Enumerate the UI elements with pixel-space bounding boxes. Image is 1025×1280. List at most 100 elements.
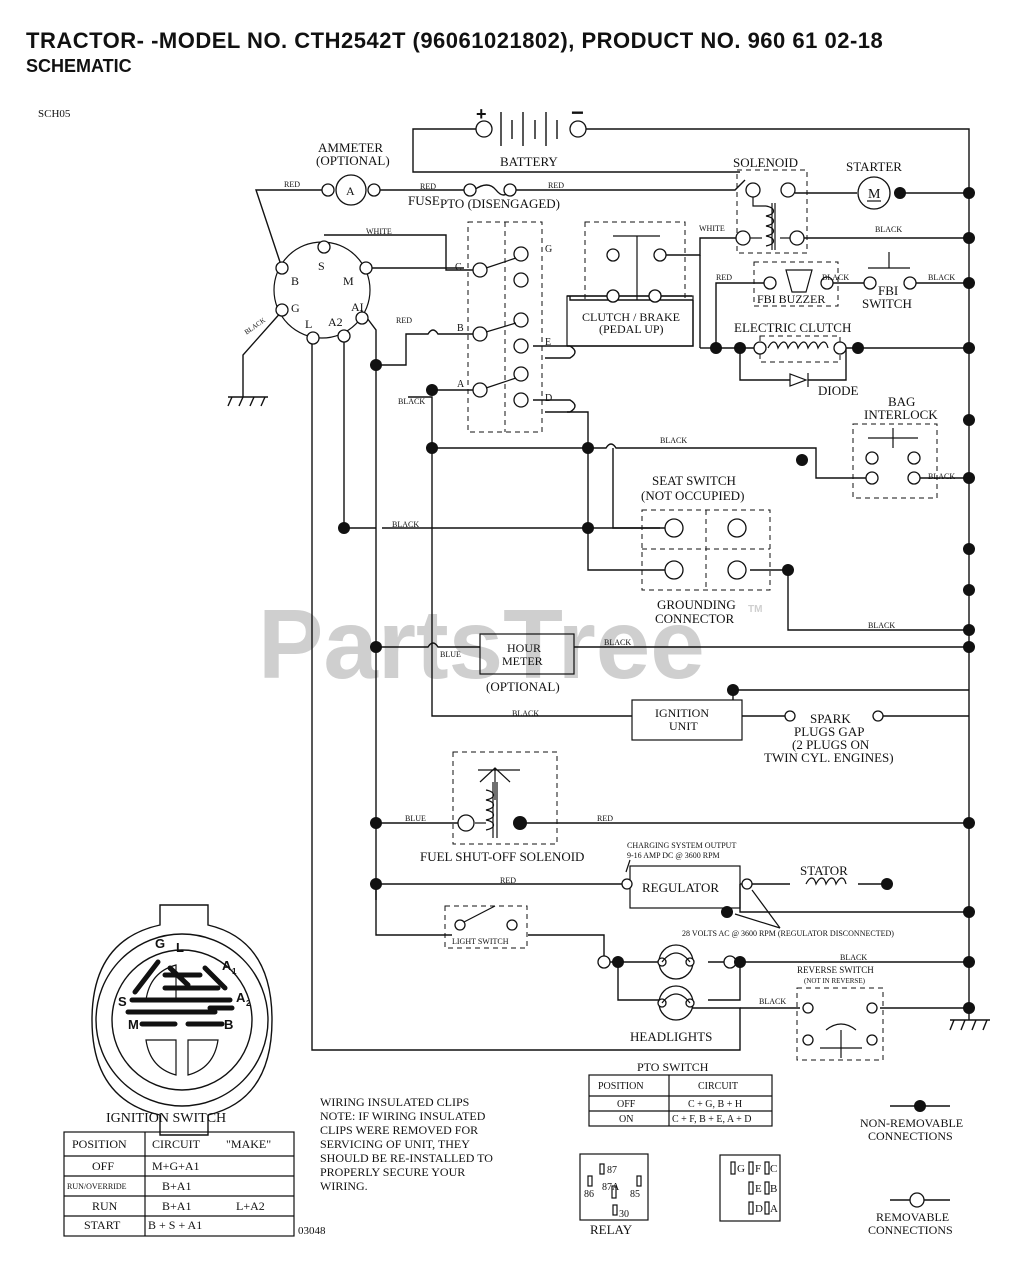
- face-b: B: [224, 1017, 233, 1032]
- pto-row-circuit: C + G, B + H: [688, 1099, 742, 1110]
- terminal-b: B: [291, 274, 299, 288]
- face-s: S: [118, 994, 127, 1009]
- fbi-switch: FBI SWITCH: [862, 252, 917, 311]
- legend-removable-2: CONNECTIONS: [868, 1223, 953, 1237]
- fuse: FUSE: [408, 183, 517, 208]
- terminal-l: L: [305, 317, 312, 331]
- hour-meter-optional: (OPTIONAL): [486, 679, 560, 694]
- terminal-a2: A2: [328, 315, 343, 329]
- wire-label-red: RED: [597, 814, 613, 823]
- solenoid-label: SOLENOID: [733, 155, 798, 170]
- electric-clutch-label: ELECTRIC CLUTCH: [734, 320, 851, 335]
- pto-terminal-g: G: [545, 244, 552, 255]
- bag-interlock: BAG INTERLOCK: [852, 394, 938, 499]
- wire-label-black: BLACK: [928, 273, 955, 282]
- wire-label-black: BLACK: [822, 273, 849, 282]
- connector-pin: C: [770, 1163, 777, 1175]
- wire-label-blue: BLUE: [440, 650, 461, 659]
- charging-note-1: CHARGING SYSTEM OUTPUT: [627, 841, 736, 850]
- bag-interlock-label-1: BAG: [888, 394, 915, 409]
- note-line: SHOULD BE RE-INSTALLED TO: [320, 1151, 493, 1165]
- battery-label: BATTERY: [500, 154, 558, 169]
- ignition-switch-terminals: S M B G L A2 AI: [273, 240, 373, 345]
- ign-header-circuit: CIRCUIT: [152, 1137, 201, 1151]
- ammeter: A AMMETER (OPTIONAL): [316, 140, 390, 206]
- relay-pin: 30: [619, 1209, 629, 1220]
- starter: M STARTER: [846, 159, 902, 210]
- spark-label-1: SPARK: [810, 711, 851, 726]
- hour-meter-label-2: METER: [502, 654, 543, 668]
- pto-row-position: ON: [619, 1114, 633, 1125]
- note-line: PROPERLY SECURE YOUR: [320, 1165, 465, 1179]
- ign-row-position: START: [84, 1218, 121, 1232]
- seat-switch-label: SEAT SWITCH: [652, 473, 736, 488]
- page-subtitle: SCHEMATIC: [26, 56, 132, 76]
- ignition-table-title: IGNITION SWITCH: [106, 1111, 226, 1126]
- fuel-solenoid-label: FUEL SHUT-OFF SOLENOID: [420, 849, 584, 864]
- terminal-s: S: [318, 259, 325, 273]
- wire-label-black: BLACK: [604, 638, 631, 647]
- wire-label-black: BLACK: [868, 621, 895, 630]
- terminal-m: M: [343, 274, 354, 288]
- pedal-up-label: (PEDAL UP): [599, 322, 664, 336]
- legend-removable-1: REMOVABLE: [876, 1210, 949, 1224]
- note-line: NOTE: IF WIRING INSULATED: [320, 1109, 486, 1123]
- watermark: PartsTree: [258, 589, 705, 699]
- face-a1: A: [222, 958, 232, 973]
- page-title: TRACTOR- -MODEL NO. CTH2542T (9606102180…: [26, 28, 884, 53]
- charging-note-2: 9-16 AMP DC @ 3600 RPM: [627, 851, 720, 860]
- fuse-label: FUSE: [408, 193, 440, 208]
- ignition-unit-label-1: IGNITION: [655, 706, 709, 720]
- wire-label-red: RED: [548, 181, 564, 190]
- seat-not-occupied: (NOT OCCUPIED): [641, 488, 744, 503]
- electric-clutch: ELECTRIC CLUTCH DIODE: [734, 320, 858, 398]
- ignition-unit-label-2: UNIT: [669, 719, 698, 733]
- face-g: G: [155, 936, 165, 951]
- fbi-buzzer: FBI BUZZER: [753, 261, 839, 307]
- wire-label-black: BLACK: [928, 472, 955, 481]
- pto-row-position: OFF: [617, 1099, 636, 1110]
- face-a1-sub: 1: [232, 967, 237, 976]
- solenoid: SOLENOID: [733, 155, 808, 254]
- terminal-g: G: [291, 301, 300, 315]
- ignition-switch-face: G L A 1 A 2 S M B: [91, 904, 273, 1136]
- light-switch: LIGHT SWITCH: [444, 905, 528, 949]
- fbi-switch-label-1: FBI: [878, 283, 898, 298]
- grounding-label-2: CONNECTOR: [655, 611, 735, 626]
- pto-switch: PTO (DISENGAGED) G C E B D A: [440, 196, 560, 433]
- spark-label-3: (2 PLUGS ON: [792, 737, 870, 752]
- starter-label: STARTER: [846, 159, 902, 174]
- wire-label-black: BLACK: [512, 709, 539, 718]
- ign-row-extra: L+A2: [236, 1199, 265, 1213]
- ign-row-position: OFF: [92, 1159, 114, 1173]
- fbi-switch-label-2: SWITCH: [862, 296, 912, 311]
- ref-code: SCH05: [38, 108, 71, 120]
- regulator: REGULATOR CHARGING SYSTEM OUTPUT 9-16 AM…: [621, 841, 894, 938]
- ign-row-circuit: B + S + A1: [148, 1218, 202, 1232]
- wire-label-white: WHITE: [699, 224, 725, 233]
- connector-pin: D: [755, 1203, 763, 1215]
- wire-label-red: RED: [716, 273, 732, 282]
- ammeter-optional: (OPTIONAL): [316, 153, 390, 168]
- wire-label-white: WHITE: [366, 227, 392, 236]
- regulator-label: REGULATOR: [642, 880, 719, 895]
- pto-label: PTO (DISENGAGED): [440, 196, 560, 211]
- stator-label: STATOR: [800, 863, 848, 878]
- ign-row-position: RUN: [92, 1199, 118, 1213]
- ign-row-position: RUN/OVERRIDE: [67, 1182, 127, 1191]
- ign-row-circuit: B+A1: [162, 1179, 191, 1193]
- legend-non-removable-1: NON-REMOVABLE: [860, 1116, 963, 1130]
- wire-label-red: RED: [284, 180, 300, 189]
- pto-terminal-e: E: [545, 337, 551, 348]
- drawing-number: 03048: [298, 1225, 326, 1237]
- light-switch-label: LIGHT SWITCH: [452, 937, 509, 946]
- wire-label-black: BLACK: [398, 397, 425, 406]
- face-a2-sub: 2: [246, 999, 251, 1008]
- ammeter-label: AMMETER: [318, 140, 383, 155]
- wire-label-black: BLACK: [875, 225, 902, 234]
- starter-symbol: M: [868, 187, 881, 202]
- grounding-label-1: GROUNDING: [657, 597, 736, 612]
- terminal-a1: AI: [351, 300, 364, 314]
- relay-pin: 86: [584, 1189, 594, 1200]
